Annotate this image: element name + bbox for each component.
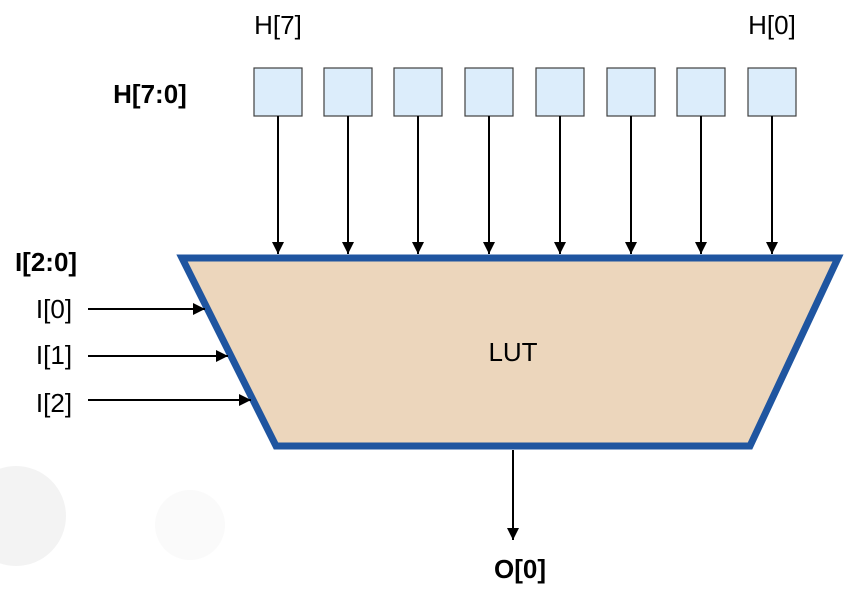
label-h7: H[7] <box>254 10 302 40</box>
label-i0: I[0] <box>36 294 72 324</box>
lut-block <box>176 254 844 450</box>
register-cell-h6 <box>323 67 373 117</box>
lut-label: LUT <box>488 337 537 367</box>
register-cell-h4 <box>464 67 514 117</box>
label-i-bus: I[2:0] <box>15 247 77 277</box>
register-cell-h5 <box>393 67 443 117</box>
background-circle-small <box>155 490 225 560</box>
background-circle <box>0 466 66 566</box>
register-cell-h0 <box>747 67 797 117</box>
label-i2: I[2] <box>36 388 72 418</box>
h-register-row <box>253 67 797 117</box>
h-input-wires <box>272 116 778 254</box>
label-output: O[0] <box>494 554 546 584</box>
label-i1: I[1] <box>36 340 72 370</box>
register-cell-h2 <box>606 67 656 117</box>
register-cell-h1 <box>676 67 726 117</box>
label-h0: H[0] <box>748 10 796 40</box>
register-cell-h7 <box>253 67 303 117</box>
label-h-bus: H[7:0] <box>113 79 187 109</box>
register-cell-h3 <box>535 67 585 117</box>
